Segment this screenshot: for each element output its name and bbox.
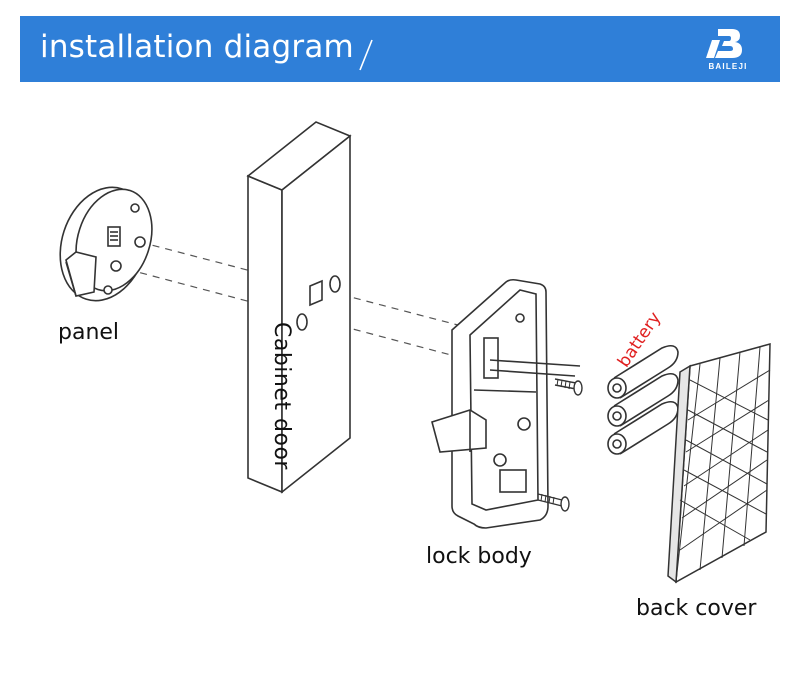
label-back-cover: back cover xyxy=(636,596,757,621)
brand-logo: BAILEJI xyxy=(698,25,758,75)
page-title: installation diagram xyxy=(40,29,354,65)
lock-body-illustration xyxy=(431,278,581,529)
divider-slash xyxy=(359,39,373,71)
screws xyxy=(537,378,583,512)
label-lock-body: lock body xyxy=(426,544,532,569)
battery-illustration xyxy=(607,344,679,455)
header-banner: installation diagram BAILEJI xyxy=(20,16,780,82)
brand-logo-icon xyxy=(706,29,742,58)
panel-illustration xyxy=(59,186,153,302)
back-cover-illustration xyxy=(667,343,771,584)
brand-name: BAILEJI xyxy=(708,62,748,71)
label-cabinet-door: Cabinet door xyxy=(269,322,294,470)
cabinet-door-illustration xyxy=(246,121,352,494)
label-panel: panel xyxy=(58,320,120,345)
